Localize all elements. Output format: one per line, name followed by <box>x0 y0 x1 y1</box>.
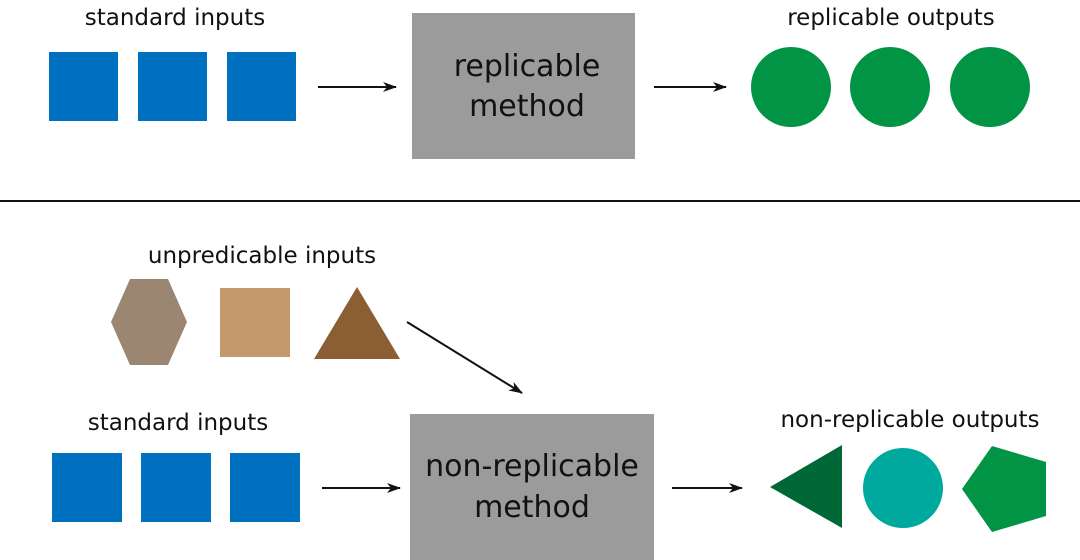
bottom-inputs-label: standard inputs <box>88 410 268 436</box>
unpredictable-inputs-label: unpredicable inputs <box>148 243 376 269</box>
non-replicable-method-label-line-2: method <box>474 490 590 525</box>
bottom-section: unpredicable inputs standard inputs non-… <box>52 243 1046 560</box>
bottom-standard-input-square-3 <box>230 453 300 522</box>
non-replicable-output-pentagon <box>962 446 1046 532</box>
top-outputs-label: replicable outputs <box>787 5 995 31</box>
non-replicable-method-box <box>410 414 654 560</box>
bottom-standard-input-square-2 <box>141 453 211 522</box>
non-replicable-output-circle <box>863 448 943 528</box>
non-replicable-output-triangle <box>770 445 842 528</box>
top-standard-input-square-2 <box>138 52 207 121</box>
unpredictable-input-hexagon <box>111 279 187 365</box>
replicable-method-box <box>412 13 635 159</box>
unpredictable-input-square <box>220 288 290 357</box>
replicable-method-label-line-1: replicable <box>454 49 601 84</box>
top-inputs-label: standard inputs <box>85 5 265 31</box>
unpredictable-inputs-arrow <box>406 321 523 394</box>
bottom-standard-input-square-1 <box>52 453 122 522</box>
non-replicable-outputs-label: non-replicable outputs <box>780 407 1039 433</box>
unpredictable-input-triangle <box>314 287 400 359</box>
replicable-method-label-line-2: method <box>469 89 585 124</box>
top-standard-input-square-1 <box>49 52 118 121</box>
replicable-output-circle-1 <box>751 47 831 127</box>
top-standard-input-square-3 <box>227 52 296 121</box>
top-section: standard inputs replicable method replic… <box>49 5 1030 159</box>
replicable-output-circle-3 <box>950 47 1030 127</box>
non-replicable-method-label-line-1: non-replicable <box>425 449 639 484</box>
replicable-output-circle-2 <box>850 47 930 127</box>
